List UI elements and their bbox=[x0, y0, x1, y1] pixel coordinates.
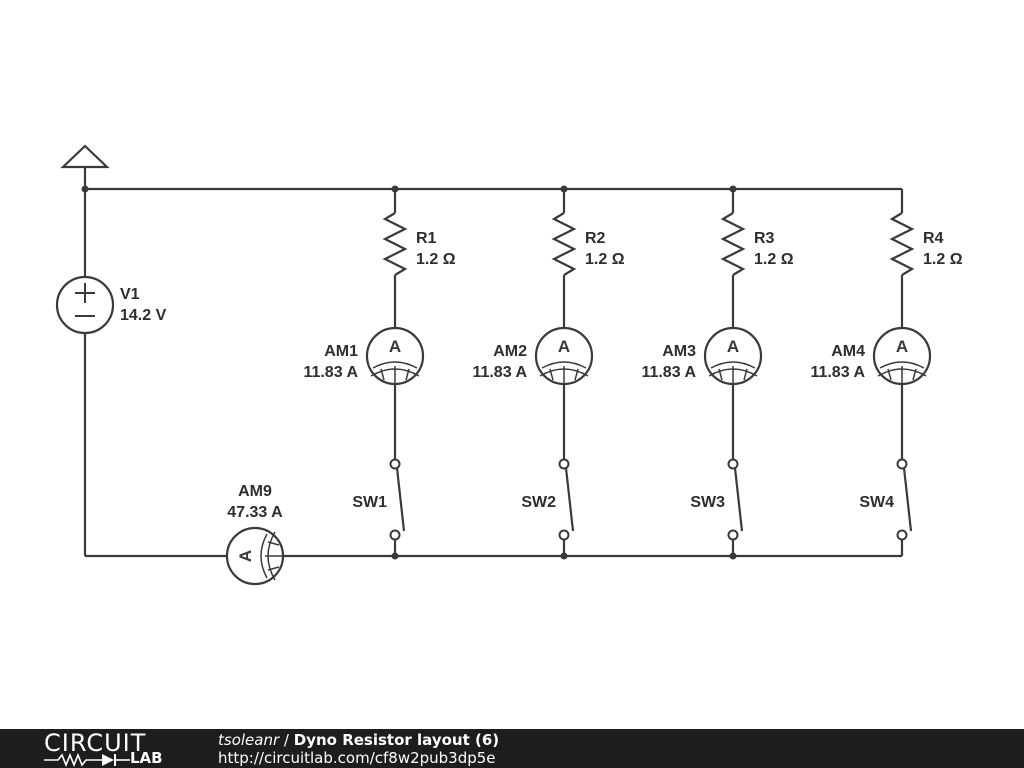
am4-name: AM4 bbox=[831, 343, 865, 360]
supply-reference-symbol bbox=[60, 144, 110, 169]
footer-attribution: tsoleanr / Dyno Resistor layout (6) bbox=[218, 731, 499, 749]
resistor-r2 bbox=[551, 212, 577, 276]
junction-node bbox=[81, 185, 89, 193]
r2-value: 1.2 Ω bbox=[585, 251, 625, 268]
r1-value: 1.2 Ω bbox=[416, 251, 456, 268]
footer-bar: CIRCUIT LAB tsoleanr / Dyno Resistor lay… bbox=[0, 729, 1024, 768]
ammeter-am3: A bbox=[703, 326, 763, 386]
circuitlab-logo[interactable]: CIRCUIT LAB bbox=[44, 730, 174, 767]
author-link[interactable]: tsoleanr bbox=[218, 731, 280, 749]
branch-4: A bbox=[872, 189, 932, 556]
r3-name: R3 bbox=[754, 230, 775, 247]
ammeter-symbol-letter: A bbox=[727, 337, 739, 356]
resistor-r3 bbox=[720, 212, 746, 276]
ammeter-am9: A bbox=[225, 526, 285, 586]
r4-name: R4 bbox=[923, 230, 944, 247]
r2-name: R2 bbox=[585, 230, 606, 247]
am9-name: AM9 bbox=[238, 483, 272, 500]
voltage-source-v1 bbox=[55, 275, 115, 335]
r1-name: R1 bbox=[416, 230, 437, 247]
am3-name: AM3 bbox=[662, 343, 696, 360]
ammeter-symbol-letter: A bbox=[558, 337, 570, 356]
logo-text-circuit: CIRCUIT bbox=[44, 729, 147, 757]
logo-text-lab: LAB bbox=[130, 749, 163, 767]
sw1-name: SW1 bbox=[352, 494, 387, 511]
sw3-name: SW3 bbox=[690, 494, 725, 511]
circuit-title[interactable]: Dyno Resistor layout (6) bbox=[293, 731, 500, 749]
r3-value: 1.2 Ω bbox=[754, 251, 794, 268]
am3-value: 11.83 A bbox=[641, 364, 696, 381]
ammeter-symbol-letter: A bbox=[896, 337, 908, 356]
v1-name: V1 bbox=[120, 286, 140, 303]
sw2-name: SW2 bbox=[521, 494, 556, 511]
circuit-schematic: V1 14.2 V A R1 1.2 Ω AM1 11.83 A SW1 bbox=[55, 144, 963, 586]
branch-3: A bbox=[703, 189, 763, 556]
switch-sw4 bbox=[896, 458, 913, 541]
title-separator: / bbox=[283, 731, 289, 749]
am1-name: AM1 bbox=[324, 343, 358, 360]
resistor-diode-logo-icon bbox=[44, 753, 130, 767]
r4-value: 1.2 Ω bbox=[923, 251, 963, 268]
branch-1: A bbox=[365, 189, 425, 556]
am1-value: 11.83 A bbox=[303, 364, 358, 381]
am2-name: AM2 bbox=[493, 343, 527, 360]
switch-sw1 bbox=[389, 458, 406, 541]
resistor-r4 bbox=[889, 212, 915, 276]
am4-value: 11.83 A bbox=[810, 364, 865, 381]
ammeter-symbol-letter: A bbox=[389, 337, 401, 356]
branch-2: A bbox=[534, 189, 594, 556]
circuit-url-link[interactable]: http://circuitlab.com/cf8w2pub3dp5e bbox=[218, 749, 496, 767]
resistor-r1 bbox=[382, 212, 408, 276]
sw4-name: SW4 bbox=[859, 494, 894, 511]
ammeter-am2: A bbox=[534, 326, 594, 386]
ammeter-symbol-letter: A bbox=[236, 550, 255, 562]
ammeter-am4: A bbox=[872, 326, 932, 386]
am9-value: 47.33 A bbox=[227, 504, 283, 521]
ammeter-am1: A bbox=[365, 326, 425, 386]
switch-sw2 bbox=[558, 458, 575, 541]
v1-value: 14.2 V bbox=[120, 307, 167, 324]
am2-value: 11.83 A bbox=[472, 364, 527, 381]
switch-sw3 bbox=[727, 458, 744, 541]
